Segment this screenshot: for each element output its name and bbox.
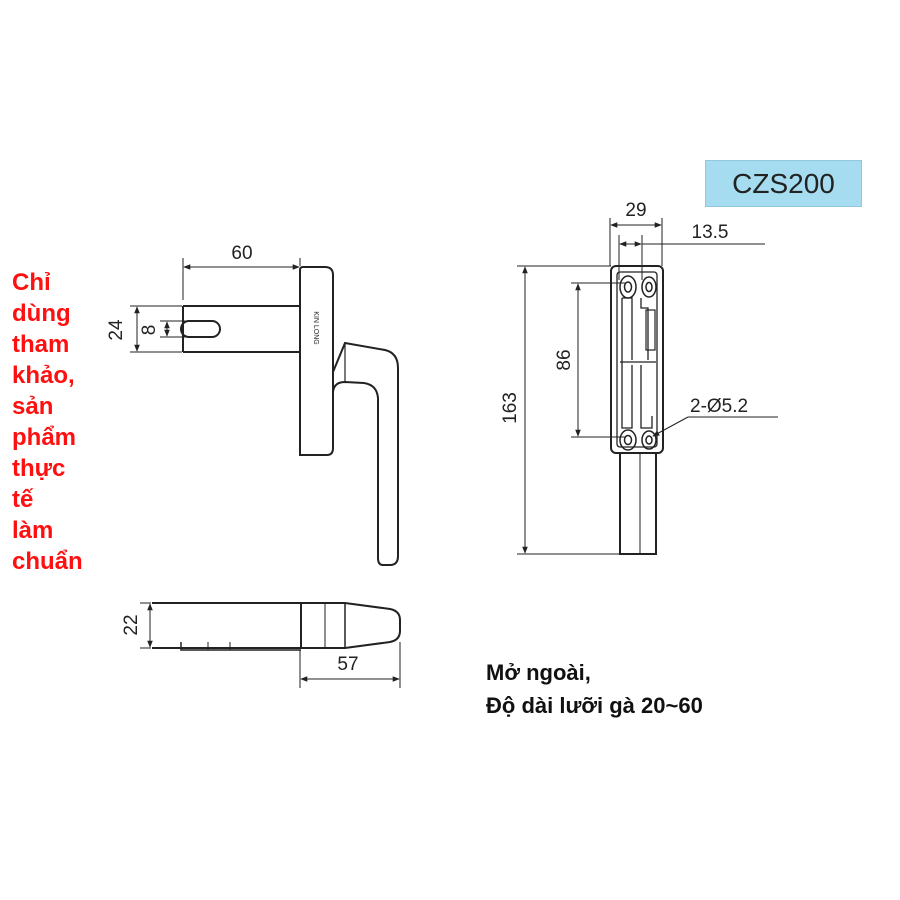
- dim-hole-spacing-label: 86: [554, 349, 575, 370]
- dim-base-width: [609, 218, 663, 266]
- disclaimer-line: sản: [12, 393, 54, 420]
- dim-total-height: [517, 265, 620, 555]
- hole-callout-label: 2-Ø5.2: [690, 396, 748, 417]
- mounting-hole: [619, 275, 657, 451]
- tongue-outline: [182, 305, 300, 353]
- rear-view: [610, 265, 664, 555]
- hole-callout-leader: [652, 416, 778, 437]
- side-view: [152, 602, 401, 651]
- dim-total-height-label: 163: [500, 392, 521, 424]
- rear-plate: [610, 265, 664, 454]
- disclaimer-line: làm: [12, 517, 54, 544]
- front-view: [180, 266, 399, 566]
- dim-tongue-height-label: 24: [106, 319, 127, 341]
- dim-side-length-label: 57: [337, 654, 358, 675]
- rear-handle: [619, 453, 657, 555]
- model-code: CZS200: [732, 167, 835, 199]
- dim-hole-spacing: [571, 282, 625, 438]
- note-line-opening: Mở ngoài,: [486, 660, 591, 685]
- dim-tongue-length-label: 60: [231, 243, 252, 264]
- dim-base-width-label: 29: [625, 200, 646, 221]
- side-body: [152, 602, 302, 649]
- disclaimer-line: chuẩn: [12, 548, 83, 575]
- model-code-badge: CZS200: [705, 160, 862, 207]
- dim-slot-width-label: 8: [139, 325, 160, 336]
- disclaimer-line: tế: [12, 486, 34, 513]
- dim-hole-offset-label: 13.5: [692, 222, 729, 243]
- side-handle: [301, 602, 401, 649]
- rear-channel: [621, 297, 653, 429]
- disclaimer-line: thực: [12, 455, 66, 482]
- product-note: Mở ngoài, Độ dài lưỡi gà 20~60: [486, 656, 703, 722]
- side-plate: [180, 642, 301, 651]
- disclaimer-line: Chỉ: [12, 269, 51, 296]
- dim-side-height-label: 22: [121, 614, 142, 635]
- tongue-slot: [180, 320, 221, 338]
- dim-slot-width: [160, 320, 205, 338]
- disclaimer-line: khảo,: [12, 362, 75, 389]
- note-line-tongue-length: Độ dài lưỡi gà 20~60: [486, 693, 703, 718]
- base-plate: [299, 266, 334, 456]
- engraving-text: KIN LONG: [312, 311, 319, 344]
- dim-tongue-length: [182, 258, 301, 300]
- dim-hole-offset: [618, 235, 765, 280]
- disclaimer-line: phẩm: [12, 424, 77, 451]
- dim-side-length: [299, 642, 401, 688]
- dim-side-height: [140, 602, 153, 649]
- dim-tongue-height: [130, 305, 182, 353]
- disclaimer-text: Chỉ dùng tham khảo, sản phẩm thực tế làm…: [12, 267, 122, 577]
- disclaimer-line: tham: [12, 331, 70, 358]
- handle-lever: [332, 341, 399, 566]
- disclaimer-line: dùng: [12, 300, 71, 327]
